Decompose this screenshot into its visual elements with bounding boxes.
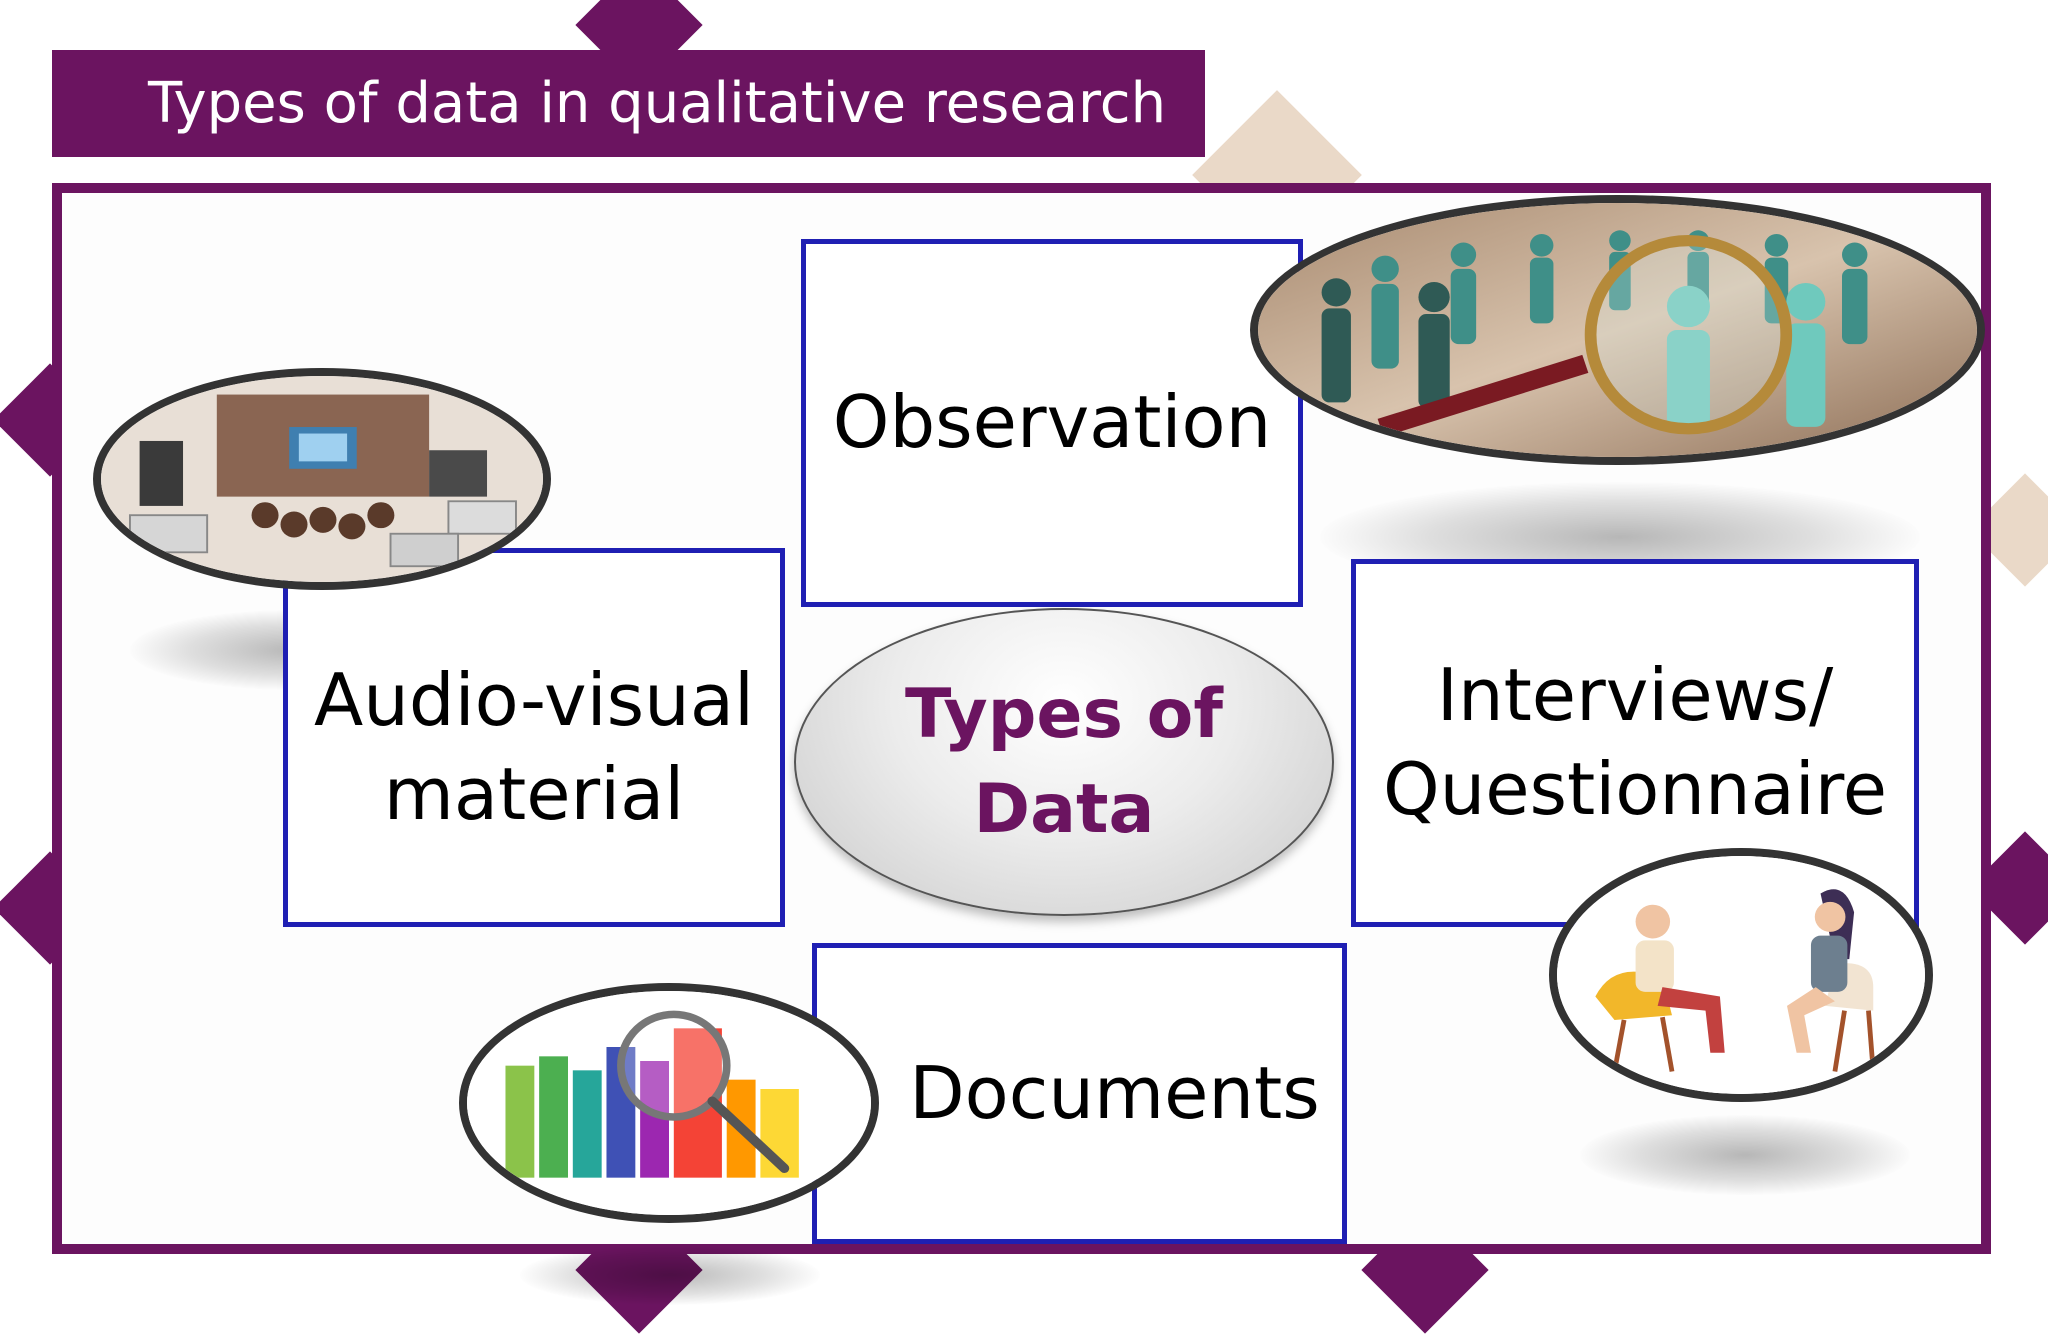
observation-box: Observation: [801, 239, 1303, 607]
audio-visual-label: Audio-visual material: [314, 657, 754, 836]
page-title: Types of data in qualitative research: [148, 71, 1167, 136]
documents-box: Documents: [812, 943, 1347, 1244]
audio-visual-box: Audio-visual material: [283, 548, 785, 927]
documents-label: Documents: [909, 1050, 1320, 1135]
observation-label: Observation: [832, 380, 1272, 465]
interviews-label: Interviews/ Questionnaire: [1382, 653, 1888, 831]
documents-photo: [459, 983, 879, 1223]
shadow-interviews: [1580, 1115, 1910, 1195]
audio-visual-photo: [93, 368, 551, 590]
center-label: Types of Data: [905, 674, 1223, 849]
observation-photo: [1250, 195, 1985, 465]
center-ellipse: Types of Data: [794, 608, 1334, 916]
shadow-documents: [520, 1245, 820, 1305]
title-banner: Types of data in qualitative research: [52, 50, 1205, 157]
interviews-photo: [1549, 848, 1933, 1102]
